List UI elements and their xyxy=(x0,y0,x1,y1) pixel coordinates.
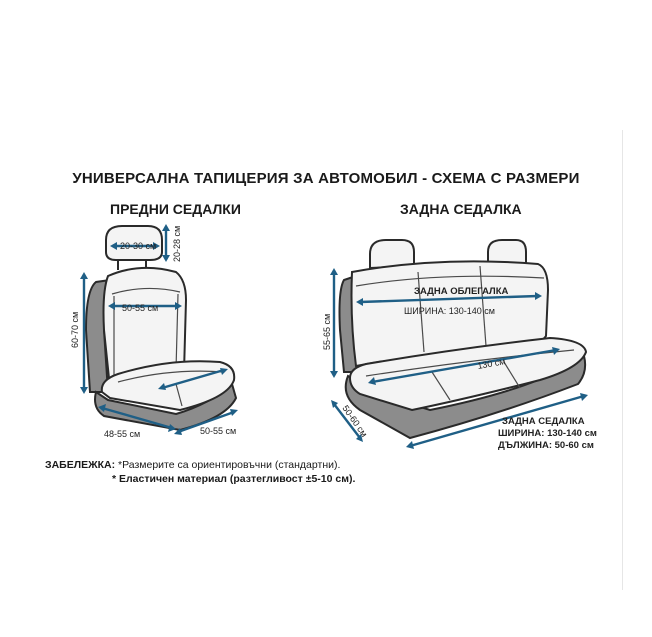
label-seat-depth: 48-55 см xyxy=(104,429,140,439)
label-seat-length: ДЪЛЖИНА: 50-60 см xyxy=(498,440,594,451)
label-back-title: ЗАДНА ОБЛЕГАЛКА xyxy=(414,286,509,297)
arrowhead xyxy=(98,404,106,412)
arrowhead xyxy=(175,302,182,310)
arrowhead xyxy=(162,255,170,262)
arrowhead xyxy=(80,272,88,279)
cushion-side xyxy=(344,354,587,440)
arrowhead xyxy=(331,400,338,408)
arrowhead xyxy=(330,268,338,275)
cushion-seam xyxy=(365,349,575,377)
headrest-shape xyxy=(369,239,415,270)
rear-seat-illustration xyxy=(338,239,588,440)
label-seat-width: ШИРИНА: 130-140 см xyxy=(498,428,597,439)
headrest-shape xyxy=(105,225,163,261)
cushion-seam xyxy=(503,361,521,389)
arrowhead xyxy=(220,368,228,375)
arrowhead xyxy=(535,292,542,300)
arrowhead xyxy=(552,347,560,355)
note-label: ЗАБЕЛЕЖКА: xyxy=(45,459,116,471)
arrowhead xyxy=(158,383,166,390)
rear-dimensions xyxy=(330,268,588,449)
arrowhead xyxy=(230,409,238,416)
cushion-seam xyxy=(117,370,225,383)
label-back-width: 50-55 см xyxy=(122,303,158,313)
note-line-1: ЗАБЕЛЕЖКА: *Размерите са ориентировъчни … xyxy=(45,459,340,471)
label-back-width: ШИРИНА: 130-140 см xyxy=(404,306,495,316)
label-back-height: 60-70 см xyxy=(70,312,80,348)
note-text-1: *Размерите са ориентировъчни (стандартни… xyxy=(117,459,341,471)
dim-seat-width xyxy=(177,410,235,434)
cushion-side xyxy=(94,382,238,432)
arrowhead xyxy=(174,428,182,435)
arrowhead xyxy=(153,242,160,250)
arrowhead xyxy=(330,371,338,378)
dim-cushion xyxy=(161,368,225,390)
label-back-height: 55-65 см xyxy=(322,314,332,350)
arrowhead xyxy=(80,387,88,394)
arrowhead xyxy=(356,298,363,306)
cushion-seam xyxy=(175,383,183,407)
label-cushion-width: 130 см xyxy=(477,356,507,371)
page-title: УНИВЕРСАЛНА ТАПИЦЕРИЯ ЗА АВТОМОБИЛ - СХЕ… xyxy=(72,170,580,187)
cushion-seam xyxy=(431,371,451,401)
label-headrest-height: 20-28 см xyxy=(172,226,182,262)
backrest-seam xyxy=(417,271,425,353)
arrowhead xyxy=(162,224,170,231)
dim-cushion-width xyxy=(371,348,557,384)
label-seat-width: 50-55 см xyxy=(200,426,236,436)
arrowhead xyxy=(580,393,588,401)
arrowhead xyxy=(108,302,115,310)
backrest-seam xyxy=(111,287,181,295)
arrowhead xyxy=(368,377,376,385)
arrowhead xyxy=(406,441,414,449)
front-seat-illustration xyxy=(84,225,238,432)
dim-back-width xyxy=(359,294,539,304)
dim-seat-width xyxy=(409,394,585,448)
dim-seat-depth xyxy=(101,406,173,430)
note-line-2: * Еластичен материал (разтегливост ±5-10… xyxy=(112,473,356,485)
arrowhead xyxy=(356,434,363,442)
arrowhead xyxy=(168,424,176,432)
label-seat-title: ЗАДНА СЕДАЛКА xyxy=(502,416,585,427)
rear-seat-heading: ЗАДНА СЕДАЛКА xyxy=(400,201,522,217)
divider-line xyxy=(622,130,623,590)
arrowhead xyxy=(110,242,117,250)
backrest-seam xyxy=(355,275,545,287)
dim-cushion-depth xyxy=(333,403,361,439)
front-seats-heading: ПРЕДНИ СЕДАЛКИ xyxy=(110,201,241,217)
label-headrest-width: 20-30 см xyxy=(120,241,156,251)
backrest-seam xyxy=(479,265,487,347)
front-dimensions xyxy=(80,224,238,435)
headrest-shape xyxy=(487,239,527,265)
